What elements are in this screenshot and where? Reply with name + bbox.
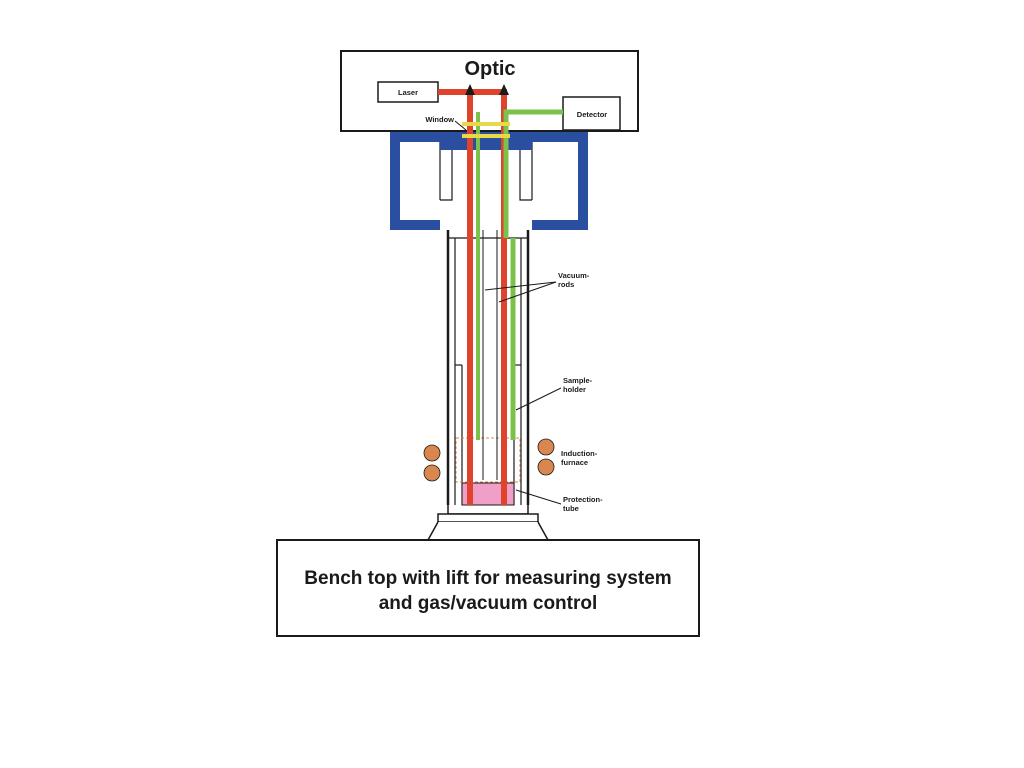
window-label: Window xyxy=(425,115,454,124)
vacuum-rods-label-2: rods xyxy=(558,280,574,289)
laser-label: Laser xyxy=(398,88,418,97)
optic-title: Optic xyxy=(464,58,515,80)
window-pointer xyxy=(454,120,467,131)
detector-beam xyxy=(503,109,563,238)
detector-label: Detector xyxy=(577,110,608,119)
sample-holder-label-2: holder xyxy=(563,385,586,394)
vacuum-rods-callout: Vacuum- rods xyxy=(484,271,590,303)
beam-paths xyxy=(438,84,563,505)
induction-coils xyxy=(423,438,555,482)
sample-holder-label-1: Sample- xyxy=(563,376,593,385)
bench-line-1: Bench top with lift for measuring system xyxy=(304,568,671,589)
detector-box: Detector xyxy=(562,96,621,131)
induction-furnace-callout: Induction- furnace xyxy=(561,449,598,467)
protection-tube-label-1: Protection- xyxy=(563,495,603,504)
bench-top-box: Bench top with lift for measuring system… xyxy=(276,539,700,637)
protection-tube-label-2: tube xyxy=(563,504,579,513)
induction-furnace-label-1: Induction- xyxy=(561,449,598,458)
column-tube xyxy=(426,230,550,541)
protection-tube-callout: Protection- tube xyxy=(515,489,603,513)
sample-holder-callout: Sample- holder xyxy=(515,376,593,411)
laser-box: Laser xyxy=(377,81,439,103)
induction-furnace-label-2: furnace xyxy=(561,458,588,467)
vacuum-vessel xyxy=(390,132,588,230)
bench-line-2: and gas/vacuum control xyxy=(379,593,598,614)
vacuum-rods-label-1: Vacuum- xyxy=(558,271,590,280)
